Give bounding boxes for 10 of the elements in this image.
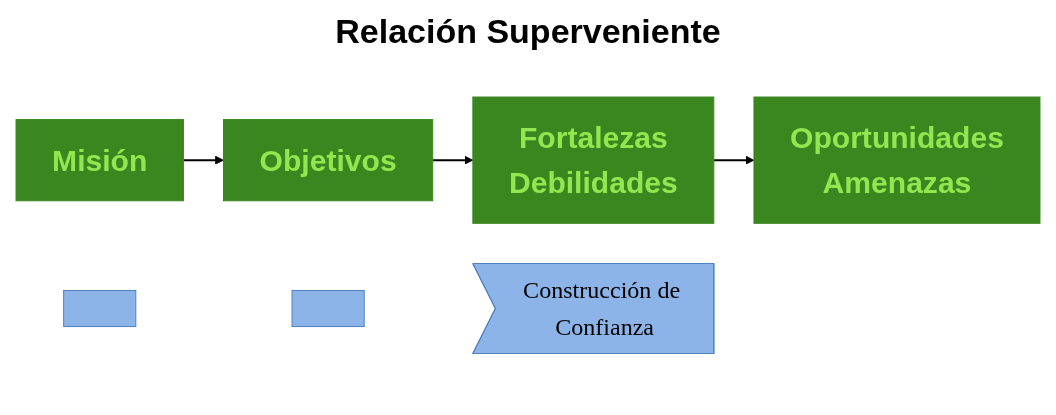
node-box: Oportunidades Amenazas <box>753 96 1041 224</box>
node-box: Misión <box>15 118 184 201</box>
node-box: Fortalezas Debilidades <box>472 96 715 224</box>
title: Relación Superveniente <box>334 12 722 51</box>
arrow <box>182 155 224 165</box>
node-box <box>63 289 137 327</box>
arrow <box>712 155 755 165</box>
node-box: Objetivos <box>223 118 434 201</box>
arrow <box>431 155 474 165</box>
node-box <box>291 289 365 327</box>
